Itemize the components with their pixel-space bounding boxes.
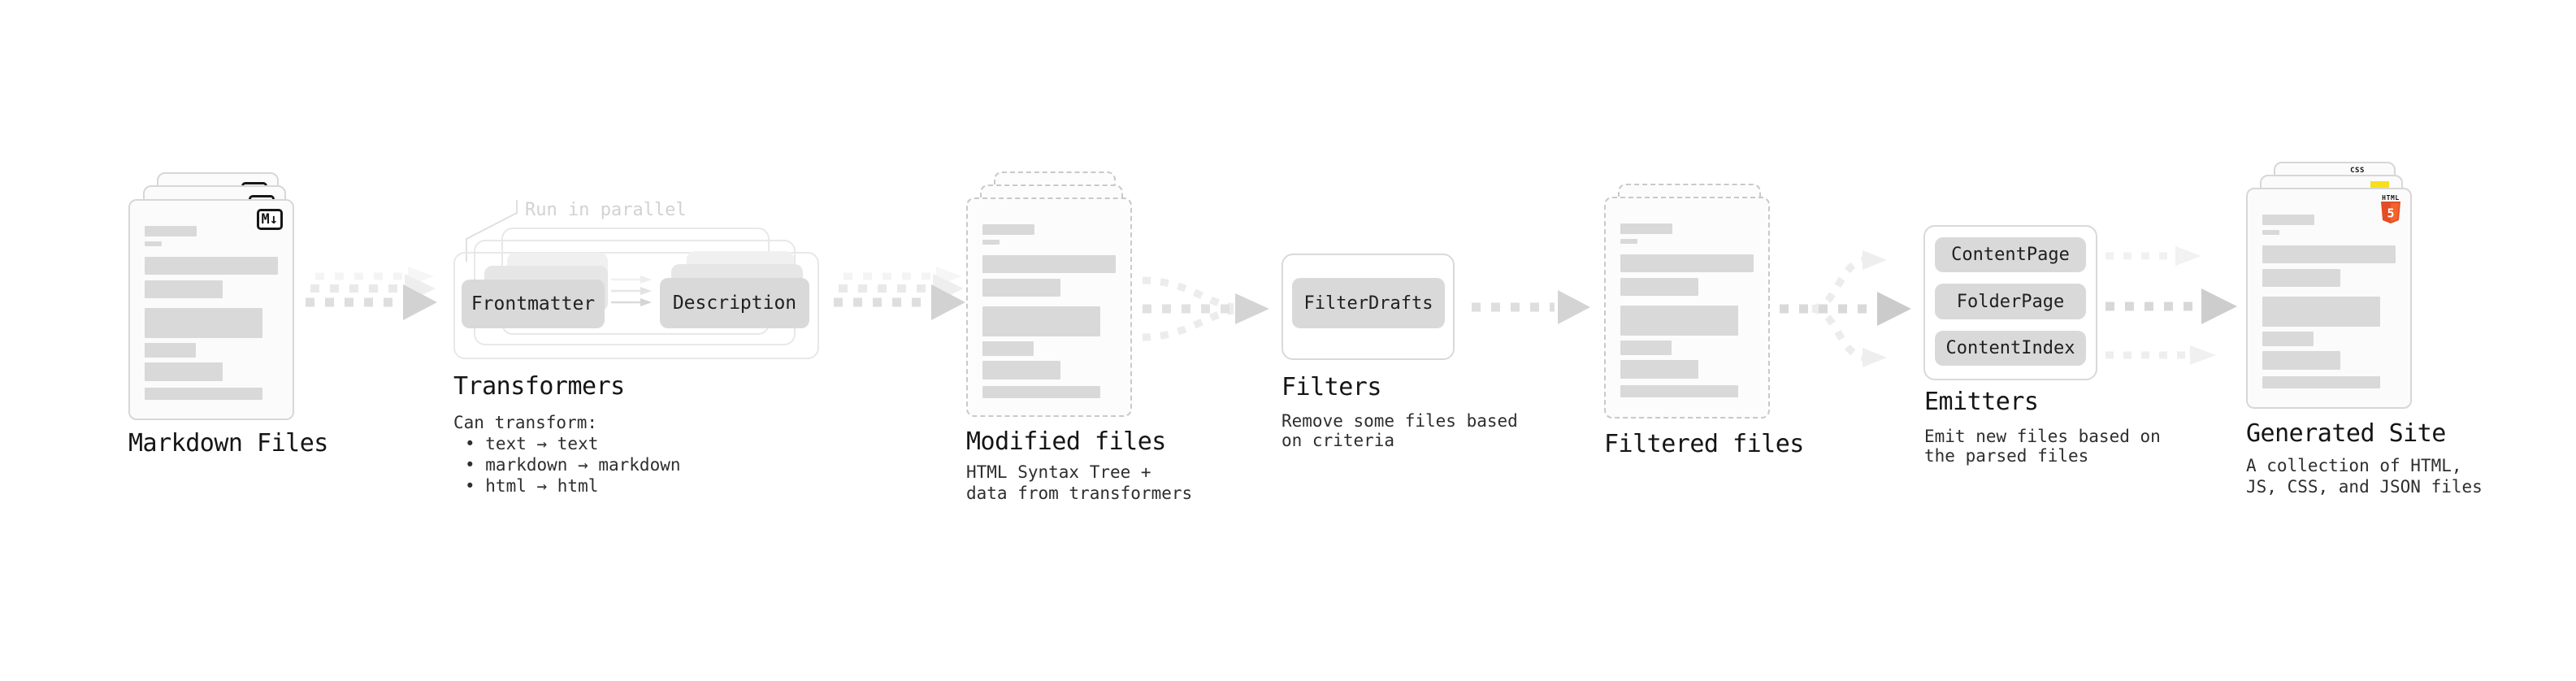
svg-text:5: 5 [2387,206,2394,221]
filterdrafts-node: FilterDrafts [1292,278,1445,328]
modified-desc-line2: data from transformers [966,484,1193,503]
description-node-label: Description [672,293,797,314]
note-callout-line [466,200,518,262]
contentpage-node-label: ContentPage [1951,245,2070,265]
stage-title-markdown-files: Markdown Files [128,429,328,458]
markdown-file-card-front: M↓ [128,199,294,420]
contentpage-node: ContentPage [1935,237,2086,272]
bullet-markdown-to-markdown: • markdown → markdown [465,455,681,475]
generated-desc-line1: A collection of HTML, [2246,456,2462,475]
generated-desc-line2: JS, CSS, and JSON files [2246,477,2483,497]
modified-desc-line1: HTML Syntax Tree + [966,462,1151,482]
stage-title-filtered-files: Filtered files [1604,430,1804,458]
arrow-filters-to-filtered [1472,290,1590,324]
can-transform-heading: Can transform: [453,413,598,432]
stage-title-modified-files: Modified files [966,427,1166,456]
modified-file-card-front [966,197,1132,417]
html5-logo-label: HTML [2382,194,2400,202]
stage-title-emitters: Emitters [1924,388,2039,416]
modified-files-description: HTML Syntax Tree + data from transformer… [966,462,1192,504]
bullet-text-to-text: • text → text [465,434,599,453]
skeleton-text-lines [2262,189,2396,407]
html5-logo-icon: HTML 5 [2380,194,2401,227]
skeleton-text-lines [982,199,1116,415]
arrow-transformers-to-modified [834,267,965,320]
emitters-desc-line1: Emit new files based on [1924,427,2161,446]
description-node: Description [660,278,809,328]
filters-description: Remove some files based on criteria [1281,411,1518,450]
filters-desc-line1: Remove some files based [1281,411,1518,431]
folderpage-node-label: FolderPage [1956,291,2065,312]
skeleton-text-lines [145,201,278,419]
filtered-file-card-front [1604,197,1770,419]
markdown-icon: M↓ [256,209,283,230]
stage-title-transformers: Transformers [453,372,625,401]
filters-desc-line2: on criteria [1281,431,1395,450]
stage-title-filters: Filters [1281,373,1381,401]
html5-shield-icon: 5 [2381,202,2400,223]
bullet-html-to-html: • html → html [465,476,599,496]
contentindex-node: ContentIndex [1935,331,2086,366]
css-badge-label: CSS [2350,167,2365,175]
arrow-modified-to-filters [1142,276,1269,341]
transformers-description: Can transform: • text → text • markdown … [453,412,681,497]
arrow-filtered-to-emitters [1780,250,1911,367]
arrows-emitters-to-generated [2105,246,2237,365]
generated-file-card-front: HTML 5 [2246,188,2412,409]
generated-site-description: A collection of HTML, JS, CSS, and JSON … [2246,455,2483,497]
filterdrafts-node-label: FilterDrafts [1303,293,1433,314]
stage-title-generated-site: Generated Site [2246,419,2446,448]
mini-arrows-frontmatter-to-description [611,275,652,306]
frontmatter-node-label: Frontmatter [471,293,596,314]
emitters-desc-line2: the parsed files [1924,446,2089,466]
arrow-markdown-to-transformers [306,267,437,320]
folderpage-node: FolderPage [1935,284,2086,319]
frontmatter-node: Frontmatter [462,280,605,328]
run-in-parallel-note: Run in parallel [525,200,687,220]
emitters-description: Emit new files based on the parsed files [1924,427,2161,466]
skeleton-text-lines [1620,198,1754,417]
contentindex-node-label: ContentIndex [1945,338,2075,358]
transformer-frame-front [453,252,819,359]
